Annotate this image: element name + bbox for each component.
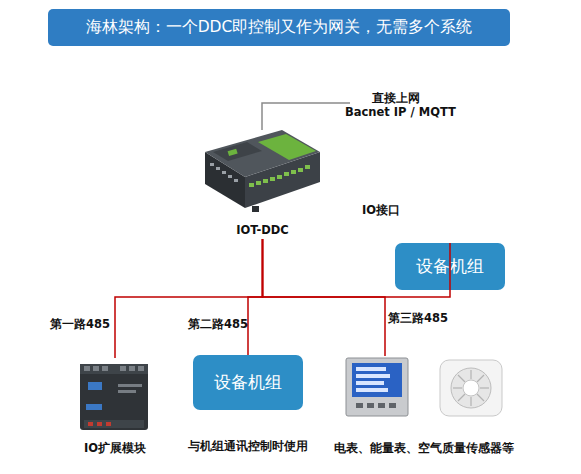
edge-label: 第三路485 [388, 311, 448, 326]
network-label: 直接上网 [372, 91, 420, 106]
ddc-controller: IOT-DDC [205, 125, 320, 239]
edge-label: IO接口 [362, 203, 400, 218]
equipment-unit-box: 设备机组 [395, 243, 505, 290]
wire-connector [263, 239, 386, 356]
caption-label: IOT-DDC [236, 223, 289, 237]
power-meter-image [346, 358, 408, 416]
edge-label: 第一路485 [50, 317, 110, 332]
equipment-unit-box: 设备机组与机组通讯控制时使用 [193, 355, 303, 410]
caption-label: 电表、能量表、空气质量传感器等 [334, 441, 514, 456]
network-label: Bacnet IP / MQTT [345, 105, 456, 119]
wire-connector [248, 239, 263, 355]
caption-label: 与机组通讯控制时使用 [188, 439, 308, 454]
air-sensor-image [440, 360, 502, 416]
wire-connector [263, 239, 451, 297]
box-label: 设备机组 [214, 371, 282, 394]
box-label: 设备机组 [416, 255, 484, 278]
edge-label: 第二路485 [188, 317, 248, 332]
ddc-device-image [205, 130, 320, 212]
io-module-image [80, 364, 148, 430]
meter-sensor-group: 电表、能量表、空气质量传感器等 [342, 356, 505, 456]
title-text: 海林架构：一个DDC即控制又作为网关，无需多个系统 [86, 17, 473, 38]
caption-label: IO扩展模块 [84, 441, 146, 456]
io-expansion-module: IO扩展模块 [78, 358, 152, 458]
title-banner: 海林架构：一个DDC即控制又作为网关，无需多个系统 [48, 9, 510, 46]
network-line [262, 103, 350, 130]
wire-connector [115, 239, 263, 358]
